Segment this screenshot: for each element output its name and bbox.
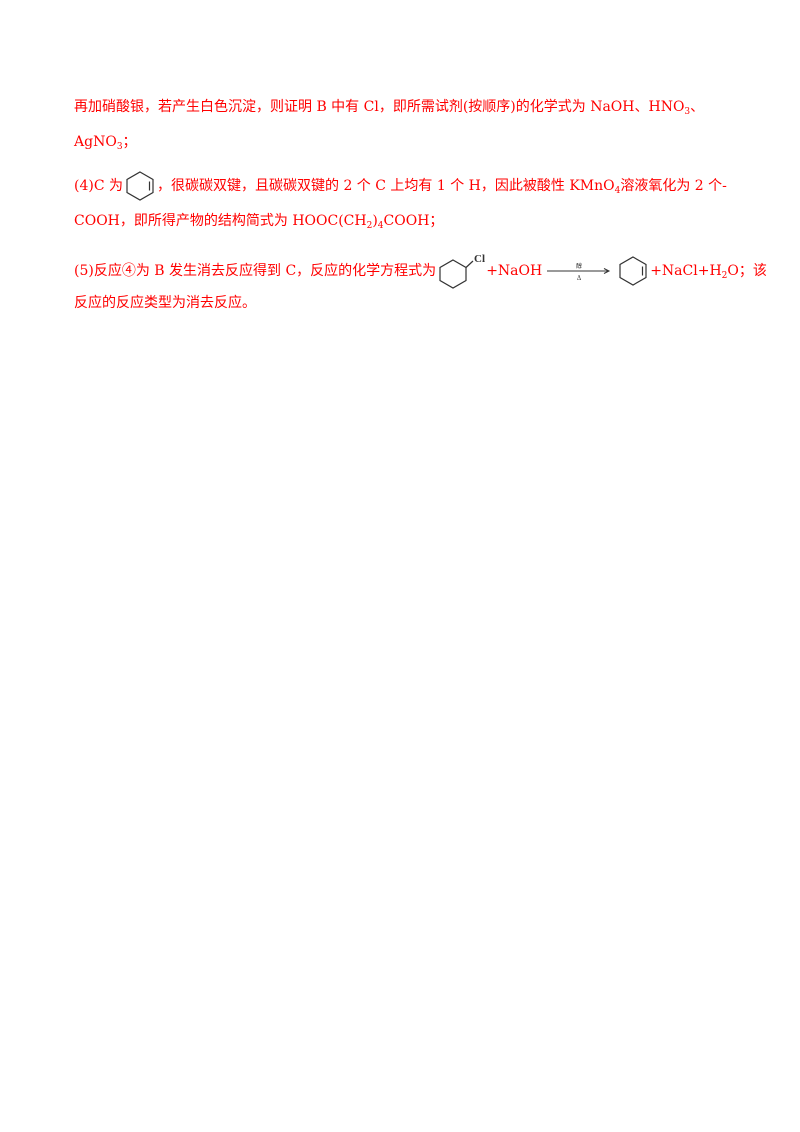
arrow-condition-top: 醇 bbox=[576, 262, 582, 270]
line4-text: COOH，即所得产物的结构简式为 HOOC(CH bbox=[74, 213, 367, 229]
line2-subscript: 3 bbox=[116, 142, 123, 152]
line4-subscript-1: 2 bbox=[366, 221, 373, 231]
line5-reagent: +NaOH bbox=[486, 263, 543, 279]
line3-subscript: 4 bbox=[614, 186, 621, 196]
arrow-condition-bottom: Δ bbox=[577, 275, 582, 282]
line1-text: 再加硝酸银，若产生白色沉淀，则证明 B 中有 Cl，即所需试剂(按顺序)的化学式… bbox=[74, 99, 685, 115]
line1-subscript: 3 bbox=[684, 107, 691, 117]
line5-product: +NaCl+H bbox=[650, 263, 722, 279]
line5-subscript: 2 bbox=[721, 271, 728, 281]
line1-after: 、 bbox=[690, 99, 705, 115]
chlorocyclohexane-structure: Cl bbox=[439, 253, 485, 289]
line5-prefix: (5)反应④为 B 发生消去反应得到 C，反应的化学方程式为 bbox=[74, 263, 437, 279]
line5-after: O；该 bbox=[727, 263, 767, 279]
line2-text: AgNO bbox=[74, 134, 117, 150]
text-line-4: COOH，即所得产物的结构简式为 HOOC(CH2)4COOH； bbox=[74, 212, 444, 231]
reaction-arrow: 醇Δ bbox=[547, 262, 611, 282]
line3-mid: ，很碳碳双键，且碳碳双键的 2 个 C 上均有 1 个 H，因此被酸性 KMnO bbox=[157, 178, 615, 194]
cyclohexene-structure-c bbox=[126, 171, 154, 201]
line2-after: ； bbox=[122, 134, 137, 150]
line3-prefix: (4)C 为 bbox=[74, 178, 123, 194]
line4-after: ) bbox=[372, 213, 378, 229]
text-line-1: 再加硝酸银，若产生白色沉淀，则证明 B 中有 Cl，即所需试剂(按顺序)的化学式… bbox=[74, 98, 705, 117]
line3-after: 溶液氧化为 2 个- bbox=[620, 178, 727, 194]
chlorine-label: Cl bbox=[474, 253, 485, 265]
line4-after-2: COOH； bbox=[383, 213, 444, 229]
text-line-2: AgNO3； bbox=[74, 133, 137, 152]
text-line-6: 反应的反应类型为消去反应。 bbox=[74, 294, 256, 312]
cyclohexene-structure-product bbox=[619, 256, 647, 286]
line6-text: 反应的反应类型为消去反应。 bbox=[74, 295, 256, 311]
line4-subscript-2: 4 bbox=[377, 221, 384, 231]
text-line-3: (4)C 为 ，很碳碳双键，且碳碳双键的 2 个 C 上均有 1 个 H，因此被酸… bbox=[74, 170, 727, 202]
